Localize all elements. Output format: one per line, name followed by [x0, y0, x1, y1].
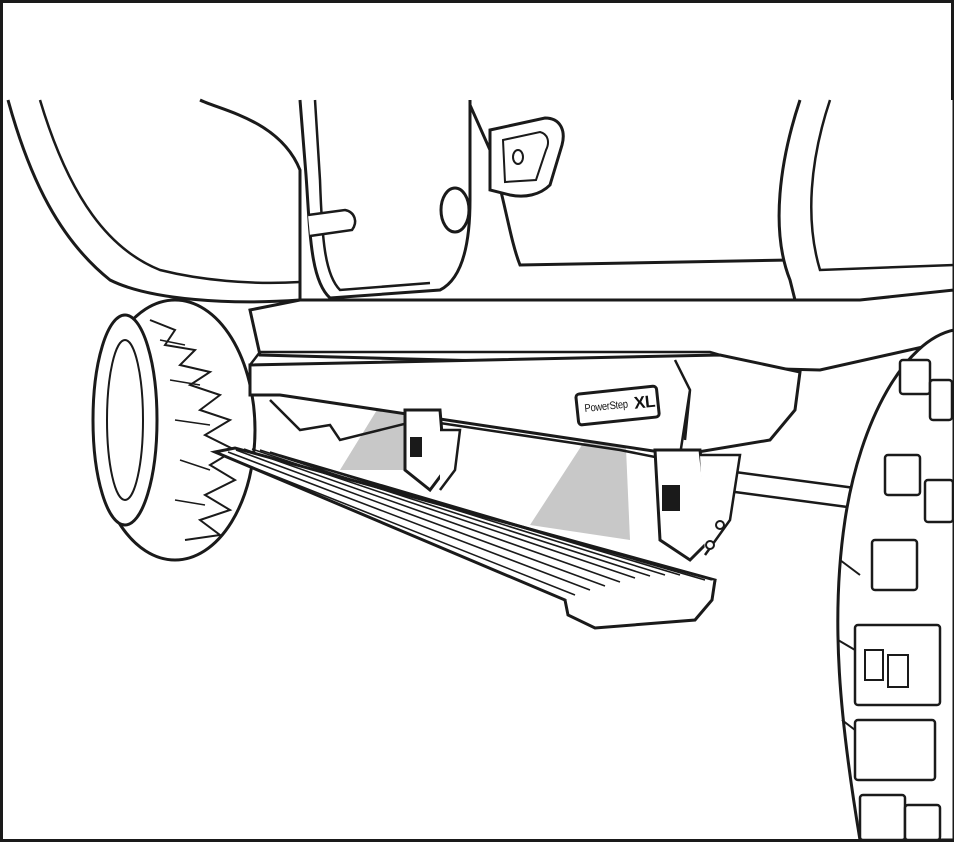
- right-bracket: [653, 448, 742, 562]
- right-fender-edge: [810, 99, 954, 272]
- light-beam-left: [340, 405, 410, 470]
- step-board: [209, 446, 717, 630]
- rocker-panel: [248, 288, 954, 372]
- left-bracket: [403, 408, 462, 493]
- front-door-inner: [313, 99, 431, 292]
- light-beam-right: [530, 425, 630, 540]
- right-tire: [836, 328, 954, 842]
- rear-door-handle: [488, 116, 565, 198]
- rear-door-handle-inner: [501, 130, 549, 184]
- door-lock: [512, 149, 524, 165]
- step-housing: [248, 353, 802, 457]
- left-tire: [91, 298, 257, 562]
- left-fender: [6, 98, 302, 304]
- door-bump: [439, 186, 471, 234]
- badge-brand-large: XL: [633, 391, 656, 413]
- front-door-handle: [307, 208, 357, 238]
- left-fender-edge: [38, 99, 301, 285]
- step-housing-top: [249, 350, 721, 366]
- step-housing-cap: [673, 359, 692, 456]
- badge-brand-small: PowerStep: [583, 398, 628, 415]
